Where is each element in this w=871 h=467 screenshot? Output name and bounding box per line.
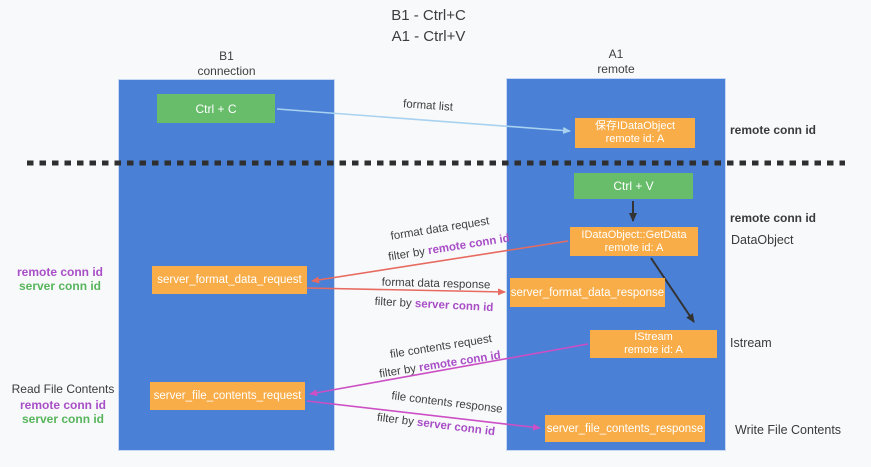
format-data-request-arrow (311, 240, 569, 284)
server-file-contents-request-label: server_file_contents_request (153, 390, 302, 402)
server-file-contents-response-node: server_file_contents_response (545, 415, 705, 442)
server-conn-id-annotation-left-2: server conn id (21, 412, 105, 426)
lane-b1-subtitle: connection (197, 64, 256, 78)
format-list-arrow (276, 108, 571, 134)
getdata-line1: IDataObject::GetData (581, 228, 687, 241)
title-line-1: B1 - Ctrl+C (391, 7, 466, 24)
filter-by-text: filter by (374, 295, 416, 310)
save-idataobject-line2: remote id: A (605, 133, 665, 145)
left-file-conn-id-group: Read File Contents remote conn id server… (6, 382, 120, 426)
server-format-data-request-node: server_format_data_request (152, 266, 307, 294)
ctrl-v-label: Ctrl + V (613, 179, 654, 193)
ctrl-v-node: Ctrl + V (574, 173, 693, 199)
istream-line2: remote id: A (624, 344, 683, 356)
getdata-to-istream-arrow (650, 257, 695, 323)
file-contents-request-arrow (309, 343, 589, 397)
save-idataobject-line1: 保存IDataObject (594, 120, 676, 132)
server-format-data-response-node: server_format_data_response (510, 278, 665, 307)
dataobject-annotation: DataObject (731, 233, 794, 247)
istream-annotation: Istream (730, 336, 772, 350)
server-format-data-request-label: server_format_data_request (157, 274, 302, 286)
istream-node: IStream remote id: A (590, 330, 717, 358)
remote-conn-id-annotation-left-2: remote conn id (19, 398, 106, 412)
file-contents-response-arrow (306, 400, 541, 431)
server-file-contents-response-label: server_file_contents_response (546, 422, 704, 435)
idataobject-getdata-node: IDataObject::GetData remote id: A (570, 227, 698, 256)
getdata-line2: remote id: A (604, 241, 664, 254)
lane-a1-title: A1 (608, 47, 624, 61)
istream-line1: IStream (634, 331, 673, 343)
write-file-contents-annotation: Write File Contents (735, 423, 842, 437)
ctrl-c-node: Ctrl + C (157, 94, 275, 123)
lane-header-a1: A1 remote (506, 47, 726, 77)
server-format-data-response-label: server_format_data_response (510, 286, 665, 299)
lane-a1-subtitle: remote (597, 62, 635, 76)
title-line-2: A1 - Ctrl+V (391, 28, 466, 45)
remote-conn-id-annotation-top: remote conn id (730, 123, 817, 137)
read-file-contents-annotation: Read File Contents (11, 382, 115, 396)
server-file-contents-request-node: server_file_contents_request (150, 382, 305, 410)
server-conn-id-annotation-left: server conn id (18, 279, 102, 293)
remote-conn-id-annotation-mid: remote conn id (730, 211, 817, 225)
ctrl-c-label: Ctrl + C (195, 101, 237, 116)
left-format-conn-id-group: remote conn id server conn id (8, 265, 112, 293)
lane-header-b1: B1 connection (118, 49, 335, 79)
remote-conn-id-annotation-left: remote conn id (16, 265, 103, 279)
lane-b1-title: B1 (219, 49, 234, 63)
format-data-response-arrow (306, 287, 506, 296)
diagram-title: B1 - Ctrl+C A1 - Ctrl+V (0, 5, 857, 47)
save-idataobject-node: 保存IDataObject remote id: A (575, 118, 695, 148)
